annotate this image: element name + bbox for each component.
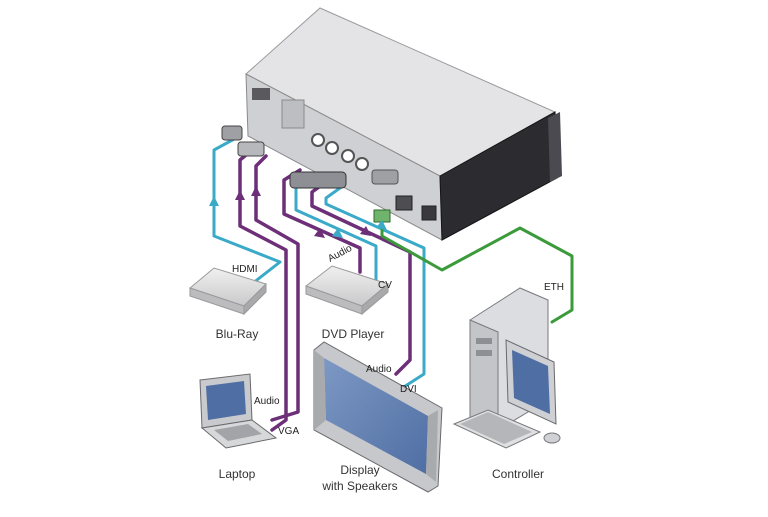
label-laptop: Laptop [219, 467, 256, 481]
label-display-line1: Display [340, 463, 379, 477]
label-dvi: DVI [400, 384, 417, 395]
vga-arrow [235, 190, 245, 200]
vga-cable [238, 148, 288, 432]
hdmi-plug [221, 125, 243, 141]
hdmi-cable [212, 136, 282, 292]
pc-mouse [543, 432, 561, 444]
label-dvd-audio: Audio [326, 243, 354, 265]
display-audio-arrow [360, 226, 371, 236]
dvd-player [304, 265, 390, 316]
dvd-audio-cable [282, 168, 362, 274]
laptop [199, 373, 278, 449]
label-vga: VGA [278, 426, 299, 437]
laptop-audio-cable [254, 154, 300, 422]
power-port [421, 205, 437, 221]
label-laptop-audio: Audio [254, 396, 280, 407]
label-dvd-player: DVD Player [322, 327, 385, 341]
label-eth: ETH [544, 282, 564, 293]
label-controller: Controller [492, 467, 544, 481]
laptop-audio-arrow [251, 186, 261, 196]
rca-plug-group [289, 171, 347, 189]
controller-pc [452, 287, 561, 449]
dvi-cable [324, 186, 426, 394]
vga-plug [237, 141, 265, 157]
display [313, 341, 443, 493]
label-cv: CV [378, 280, 392, 291]
rca-jack-3 [341, 149, 355, 163]
switcher-device [245, 7, 562, 241]
bluray-player [188, 267, 267, 316]
display-audio-cable [310, 180, 412, 376]
label-display-audio: Audio [366, 364, 392, 375]
rca-jack-4 [355, 157, 369, 171]
label-bluray: Blu-Ray [216, 327, 259, 341]
label-hdmi: HDMI [232, 264, 258, 275]
cables [209, 125, 574, 432]
dvd-cv-arrow [332, 228, 343, 238]
label-display-line2: with Speakers [321, 479, 397, 493]
serial-port [371, 169, 399, 185]
rca-jack-2 [325, 141, 339, 155]
hdmi-arrow [209, 196, 219, 206]
ethernet-cable [380, 216, 574, 324]
rca-jack-1 [311, 133, 325, 147]
dvi-arrow [376, 220, 387, 230]
switcher-front-handle [548, 112, 562, 182]
hdmi-port [252, 88, 270, 100]
rear-label-plate [281, 99, 305, 129]
ethernet-port [395, 195, 413, 211]
dvd-audio-arrow [314, 228, 325, 238]
